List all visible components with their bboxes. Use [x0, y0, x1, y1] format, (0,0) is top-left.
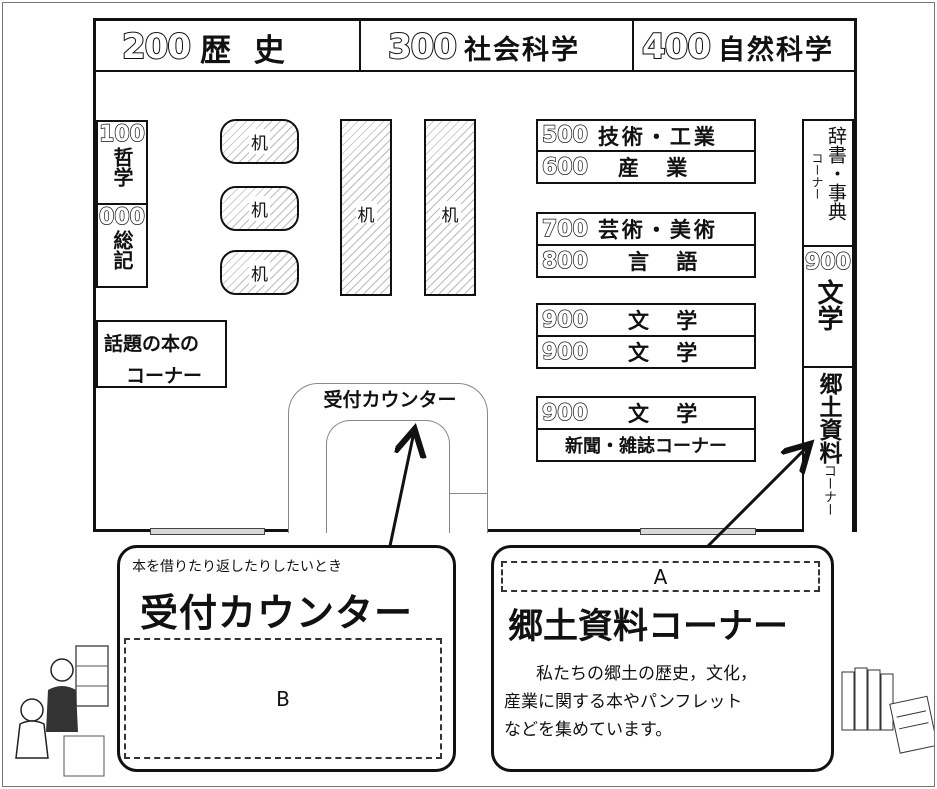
callout-local-title: 郷土資料コーナー: [508, 607, 789, 647]
callout-local-body-line: 私たちの郷土の歴史，文化，: [536, 664, 757, 684]
shelf-number: 500: [541, 122, 588, 148]
desk-label: 机: [439, 201, 461, 226]
desk-oval-1: 机: [220, 119, 299, 164]
answer-box-b[interactable]: B: [124, 638, 442, 759]
counter-shelf-line: [450, 493, 488, 494]
callout-local-body-line: 産業に関する本やパンフレット: [504, 692, 743, 712]
shelf-number: 900: [541, 400, 588, 426]
callout-local-materials: [491, 545, 834, 772]
reception-counter-outer: [288, 383, 488, 533]
reception-counter-label: 受付カウンター: [323, 389, 457, 411]
shelf-divider: [802, 366, 854, 368]
shelf-label: 文 学: [627, 402, 708, 426]
dictionary-corner-title: 辞書・事典: [825, 126, 847, 221]
books-illustration-icon: [841, 667, 934, 754]
category-400: 400 自然科学: [641, 22, 834, 72]
shelf-number: 700: [541, 216, 588, 242]
desk-oval-3: 机: [220, 250, 299, 295]
callout-reception: [117, 545, 456, 772]
shelf-label: 文 学: [627, 341, 708, 365]
category-200: 200 歴 史: [121, 22, 291, 72]
local-corner-title: 郷土資料: [815, 372, 841, 464]
shelf-number: 600: [541, 154, 588, 180]
desk-label: 机: [249, 196, 270, 221]
category-300: 300 社会科学: [387, 22, 580, 72]
local-corner-sub: コーナー: [821, 464, 836, 516]
shelf-600: 600 産 業: [536, 150, 756, 184]
arrow-to-reception: [388, 432, 414, 547]
shelf-label: 言 語: [627, 250, 708, 274]
callout-local-body: 私たちの郷土の歴史，文化， 産業に関する本やパンフレット などを集めています。: [504, 660, 830, 744]
right-wall-shelf: [802, 119, 854, 532]
entrance-door-right: [640, 528, 756, 535]
topic-corner-line1: 話題の本の: [104, 333, 200, 355]
shelf-000: 000 総記: [98, 204, 146, 270]
shelf-number: 100: [98, 121, 145, 147]
shelf-label: 文学: [813, 279, 843, 331]
shelf-900-b: 900 文 学: [536, 335, 756, 369]
category-number: 300: [387, 26, 458, 68]
category-label: 歴 史: [199, 32, 291, 69]
entrance-door-left: [150, 528, 265, 535]
shelf-100: 100 哲学: [98, 121, 146, 187]
shelf-900-c: 900 文 学: [536, 396, 756, 430]
desk-long-1: 机: [340, 119, 392, 296]
shelf-divider: [802, 245, 854, 247]
topic-book-corner: 話題の本の コーナー: [96, 320, 227, 388]
desk-oval-2: 机: [220, 186, 299, 231]
shelf-label: 総記: [110, 230, 134, 270]
shelf-900-right: 900 文学: [804, 249, 851, 331]
shelf-number: 900: [541, 339, 588, 365]
callout-reception-caption: 本を借りたり返したりしたいとき: [132, 559, 342, 575]
shelf-label: 文 学: [627, 309, 708, 333]
answer-box-a[interactable]: A: [501, 561, 820, 592]
shelf-label: 哲学: [110, 147, 134, 187]
shelf-number: 900: [541, 307, 588, 333]
shelf-label: 新聞・雑誌コーナー: [565, 436, 727, 457]
shelf-number: 000: [98, 204, 145, 230]
callout-local-body-line: などを集めています。: [504, 720, 673, 740]
shelf-number: 900: [804, 249, 851, 275]
callout-reception-title: 受付カウンター: [140, 591, 414, 635]
answer-box-a-label: A: [653, 564, 668, 589]
category-number: 400: [641, 26, 712, 68]
local-materials-corner: 郷土資料 コーナー: [806, 372, 850, 530]
shelf-divider: [96, 203, 148, 205]
shelf-number: 800: [541, 248, 588, 274]
top-category-band: [96, 21, 854, 72]
category-label: 社会科学: [463, 34, 580, 66]
dictionary-corner-sub: コーナー: [810, 152, 824, 200]
category-number: 200: [121, 26, 192, 68]
dictionary-corner: 辞書・事典 コーナー: [806, 126, 850, 242]
desk-long-2: 机: [424, 119, 476, 296]
desk-label: 机: [355, 201, 377, 226]
arrow-to-local-corner: [706, 446, 808, 548]
shelf-800: 800 言 語: [536, 244, 756, 278]
students-illustration-icon: [15, 645, 109, 777]
answer-box-b-label: B: [276, 686, 290, 711]
desk-label: 机: [249, 129, 270, 154]
reception-counter-inner: [326, 420, 450, 533]
shelf-label: 芸術・美術: [597, 218, 718, 242]
shelf-label: 技術・工業: [597, 124, 718, 149]
newspaper-magazine-corner: 新聞・雑誌コーナー: [536, 428, 756, 462]
shelf-label: 産 業: [617, 156, 698, 180]
band-divider: [359, 21, 361, 72]
topic-corner-line2: コーナー: [126, 365, 203, 387]
category-label: 自然科学: [717, 34, 834, 66]
band-divider: [632, 21, 634, 72]
desk-label: 机: [249, 260, 270, 285]
